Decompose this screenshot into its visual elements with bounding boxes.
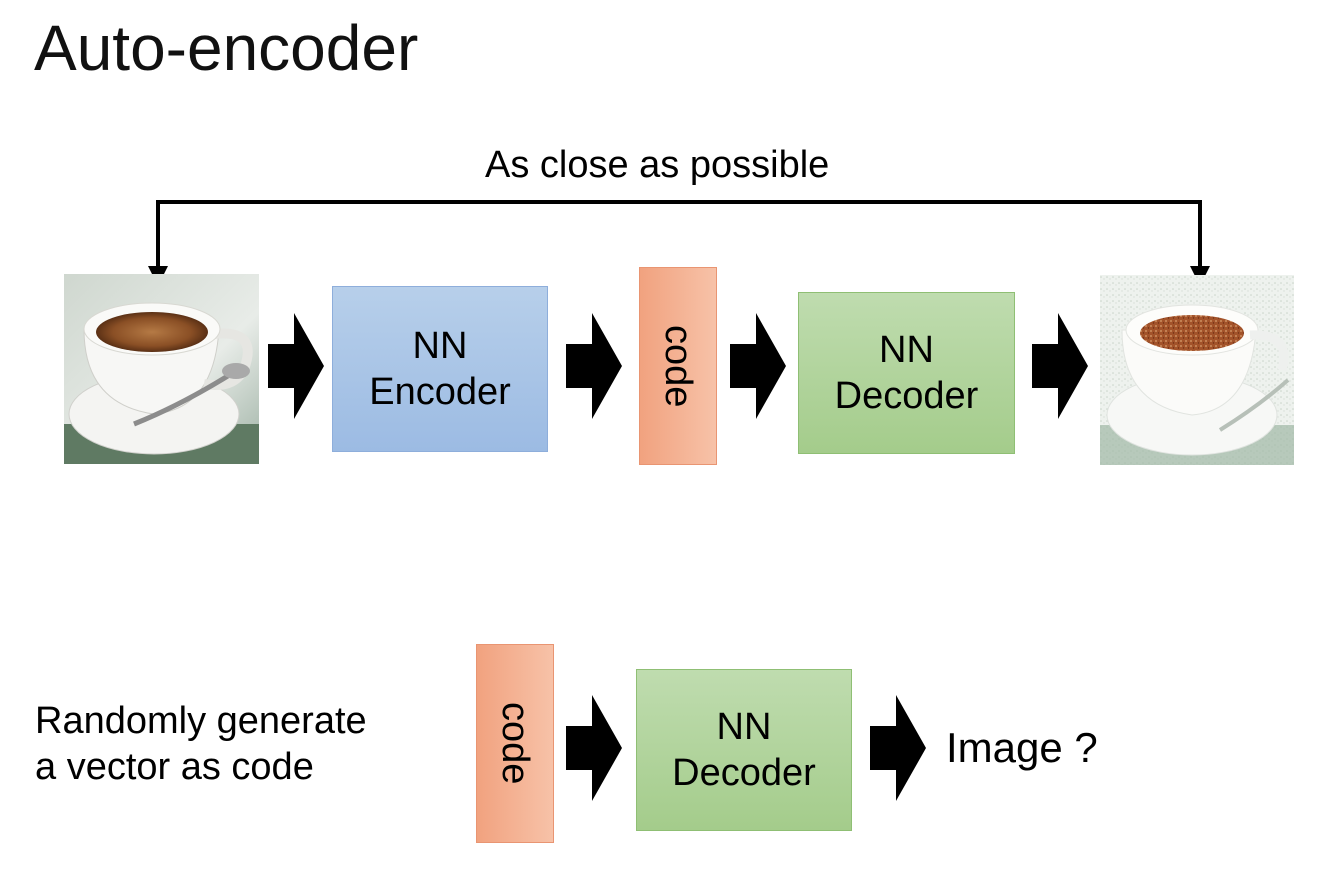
output-label-bottom: Image ? [946, 724, 1098, 771]
encoder-label-line2: Encoder [369, 371, 511, 413]
nn-decoder-box-bottom: NN Decoder [636, 669, 852, 831]
decoder-label-line1-bottom: NN [716, 706, 772, 748]
decoder-label-line2-top: Decoder [834, 375, 979, 417]
code-label-bottom: code [494, 702, 536, 785]
code-box-bottom: code [476, 644, 554, 843]
random-caption: Randomly generate a vector as code [35, 698, 367, 790]
arrow-decoder-to-output [1032, 313, 1088, 419]
output-image [1100, 275, 1294, 465]
random-caption-line1: Randomly generate [35, 700, 367, 742]
arrow-encoder-to-code [566, 313, 622, 419]
decoder-label-line1-top: NN [879, 329, 934, 371]
slide-title: Auto-encoder [34, 12, 419, 84]
code-label-top: code [657, 324, 699, 408]
arrow-decoder-to-image-bottom [870, 695, 926, 801]
nn-decoder-box-top: NN Decoder [798, 292, 1015, 454]
loop-label: As close as possible [485, 144, 830, 186]
code-box-top: code [639, 267, 717, 465]
decoder-label-line2-bottom: Decoder [672, 752, 816, 794]
arrow-code-to-decoder [730, 313, 786, 419]
random-caption-line2: a vector as code [35, 746, 314, 788]
arrow-code-to-decoder-bottom [566, 695, 622, 801]
arrow-input-to-encoder [268, 313, 324, 419]
input-image [64, 274, 259, 464]
encoder-label-line1: NN [412, 325, 468, 367]
nn-encoder-box: NN Encoder [332, 286, 548, 452]
